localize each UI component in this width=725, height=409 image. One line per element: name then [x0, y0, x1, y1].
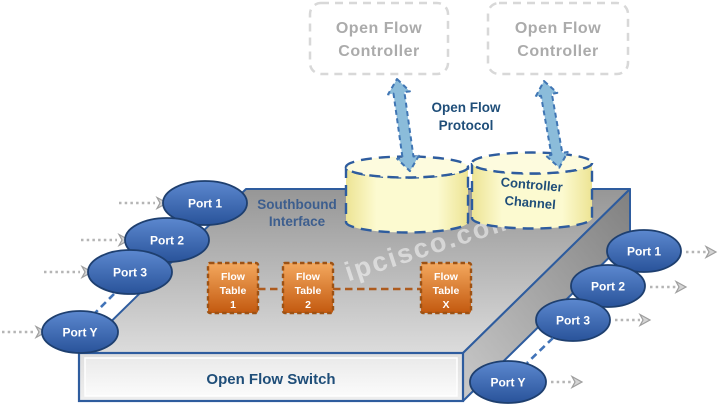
egress-arrow-port2: [650, 280, 687, 294]
openflow-controller-1: Open Flow Controller: [308, 1, 450, 76]
svg-text:Table: Table: [220, 285, 247, 297]
southbound-interface-label: Southbound Interface: [257, 197, 336, 229]
left-ports: Port 1 Port 2 Port 3 Port Y: [2, 180, 248, 354]
openflow-switch-label: Open Flow Switch: [206, 371, 335, 388]
svg-text:Port 2: Port 2: [591, 280, 625, 294]
port-left-1: Port 1: [162, 180, 248, 226]
svg-text:Port Y: Port Y: [62, 326, 97, 340]
egress-arrow-port3: [615, 313, 651, 327]
svg-text:Port 2: Port 2: [150, 234, 184, 248]
svg-text:Channel: Channel: [504, 193, 556, 212]
arrowhead-icon: [705, 245, 717, 259]
svg-text:Open Flow: Open Flow: [432, 100, 501, 115]
arrowhead-icon: [639, 313, 651, 327]
port-right-1: Port 1: [606, 229, 682, 273]
svg-text:Open Flow: Open Flow: [336, 20, 422, 37]
svg-text:1: 1: [230, 299, 236, 311]
flow-table-2: Flow Table 2: [281, 261, 335, 315]
protocol-arrow-right: [534, 80, 569, 169]
svg-text:Port 1: Port 1: [627, 245, 661, 259]
flow-table-x: Flow Table X: [419, 261, 473, 315]
svg-text:Open Flow: Open Flow: [515, 20, 601, 37]
ingress-arrow-port2: [81, 233, 130, 247]
port-right-y: Port Y: [469, 360, 547, 404]
port-right-3: Port 3: [535, 298, 611, 342]
svg-text:Protocol: Protocol: [439, 118, 494, 133]
svg-text:Table: Table: [295, 285, 322, 297]
svg-text:Table: Table: [433, 285, 460, 297]
more-ports-right-indicator: [526, 337, 554, 364]
ingress-arrow-porty: [2, 325, 47, 339]
openflow-controller-2: Open Flow Controller: [486, 1, 630, 76]
egress-arrow-port1: [686, 245, 717, 259]
svg-text:2: 2: [305, 299, 311, 311]
svg-text:X: X: [442, 299, 449, 311]
port-right-2: Port 2: [570, 264, 646, 308]
ingress-arrow-port3: [44, 265, 93, 279]
openflow-protocol-label: Open Flow Protocol: [432, 100, 501, 133]
right-ports: Port 1 Port 2 Port 3 Port Y: [469, 229, 717, 404]
svg-text:Port 3: Port 3: [556, 314, 590, 328]
cylinder-top: [470, 151, 594, 175]
svg-text:Interface: Interface: [269, 214, 326, 229]
svg-text:Port Y: Port Y: [490, 376, 525, 390]
switch-front-panel: [84, 357, 458, 397]
egress-arrow-porty: [551, 375, 583, 389]
port-left-y: Port Y: [41, 310, 119, 354]
svg-text:Controller: Controller: [338, 43, 419, 60]
controller-channel-2: Controller Channel: [470, 151, 594, 230]
svg-text:Controller: Controller: [500, 174, 563, 194]
svg-text:Port 3: Port 3: [113, 266, 147, 280]
svg-text:Flow: Flow: [296, 271, 321, 283]
flow-table-1: Flow Table 1: [206, 261, 260, 315]
arrowhead-icon: [675, 280, 687, 294]
port-left-3: Port 3: [87, 249, 173, 295]
svg-text:Flow: Flow: [221, 271, 246, 283]
svg-text:Controller: Controller: [517, 43, 598, 60]
protocol-arrow-left: [387, 78, 420, 173]
svg-text:Port 1: Port 1: [188, 197, 222, 211]
ingress-arrow-port1: [119, 196, 168, 210]
flow-table-pipeline: Flow Table 1 Flow Table 2 Flow Table X: [206, 261, 473, 315]
svg-text:Southbound: Southbound: [257, 197, 336, 212]
arrowhead-icon: [571, 375, 583, 389]
svg-text:Flow: Flow: [434, 271, 459, 283]
